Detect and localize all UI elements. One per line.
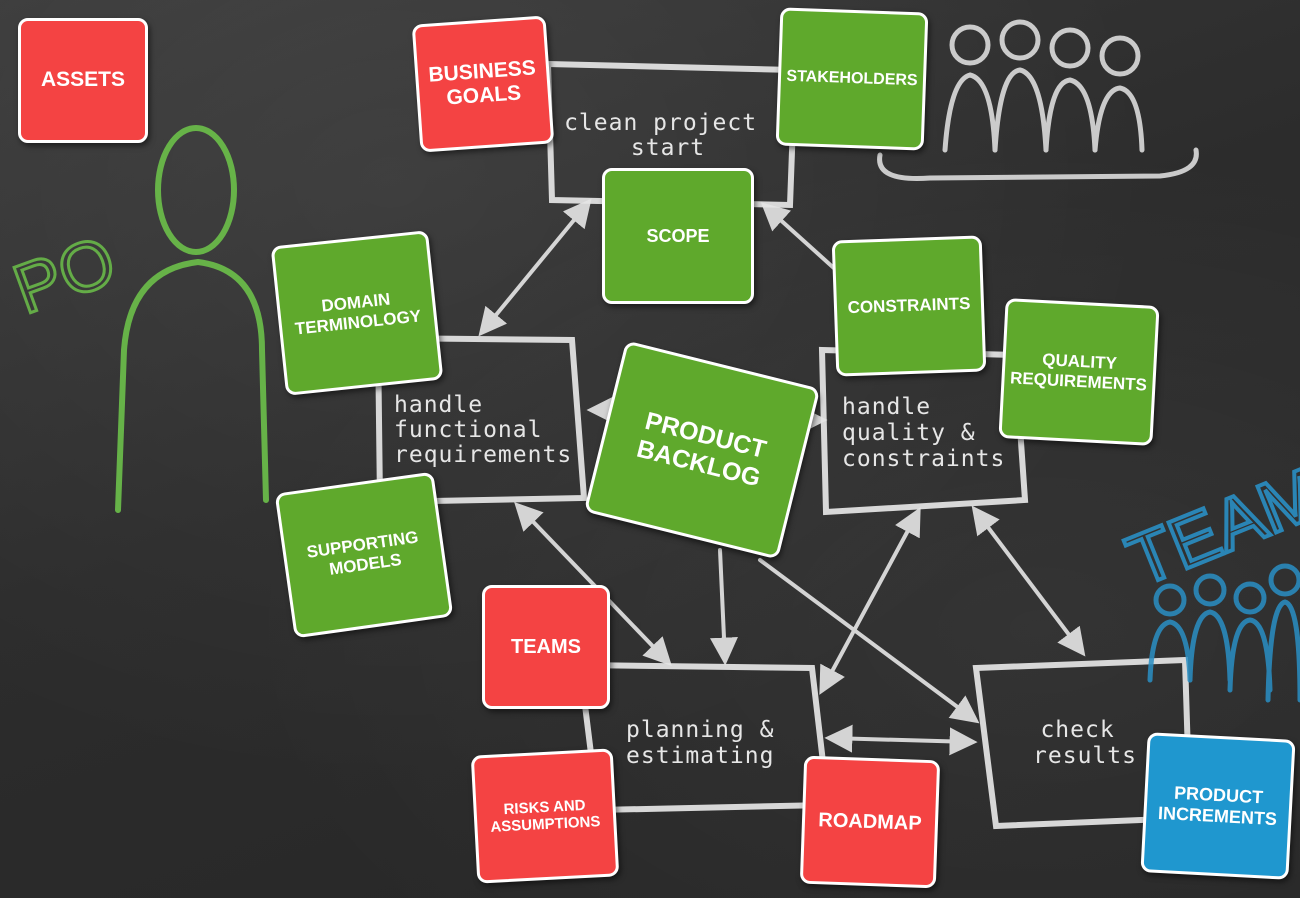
scope-card: SCOPE bbox=[602, 168, 754, 304]
arrow-quality-to-check bbox=[971, 505, 1086, 657]
arrow-start-to-functional bbox=[478, 198, 592, 337]
box-functional bbox=[374, 334, 588, 506]
teams-card: TEAMS bbox=[482, 585, 610, 709]
label-functional: handle functional requirements bbox=[394, 392, 572, 468]
domain-terminology-card: DOMAIN TERMINOLOGY bbox=[270, 230, 444, 396]
risks-and-assumptions-card: RISKS AND ASSUMPTIONS bbox=[470, 748, 620, 884]
roadmap-card: ROADMAP bbox=[799, 755, 941, 889]
arrow-functional-to-planning bbox=[514, 501, 672, 667]
label-check: check results bbox=[1033, 717, 1137, 769]
product-owner-figure-icon bbox=[115, 125, 269, 513]
arrow-start-to-quality bbox=[760, 202, 838, 272]
arrow-backlog-to-check bbox=[758, 558, 980, 724]
arrow-quality-to-planning bbox=[819, 507, 921, 695]
label-clean-start: clean project start bbox=[564, 110, 772, 161]
quality-requirements-card: QUALITY REQUIREMENTS bbox=[998, 298, 1160, 446]
constraints-card: CONSTRAINTS bbox=[831, 235, 987, 377]
arrow-backlog-to-planning bbox=[709, 548, 738, 666]
label-quality: handle quality & constraints bbox=[842, 394, 1005, 472]
label-planning: planning & estimating bbox=[626, 717, 789, 769]
stakeholders-card: STAKEHOLDERS bbox=[775, 7, 929, 151]
business-goals-card: BUSINESS GOALS bbox=[411, 15, 555, 153]
stakeholders-crowd-icon bbox=[877, 19, 1199, 182]
product-increments-card: PRODUCT INCREMENTS bbox=[1140, 732, 1296, 880]
assets-card: ASSETS bbox=[18, 18, 148, 143]
team-crowd-icon bbox=[1147, 563, 1300, 703]
supporting-models-card: SUPPORTING MODELS bbox=[274, 471, 454, 639]
arrow-planning-to-check bbox=[824, 724, 978, 756]
po-chalk-label: PO bbox=[4, 221, 126, 329]
